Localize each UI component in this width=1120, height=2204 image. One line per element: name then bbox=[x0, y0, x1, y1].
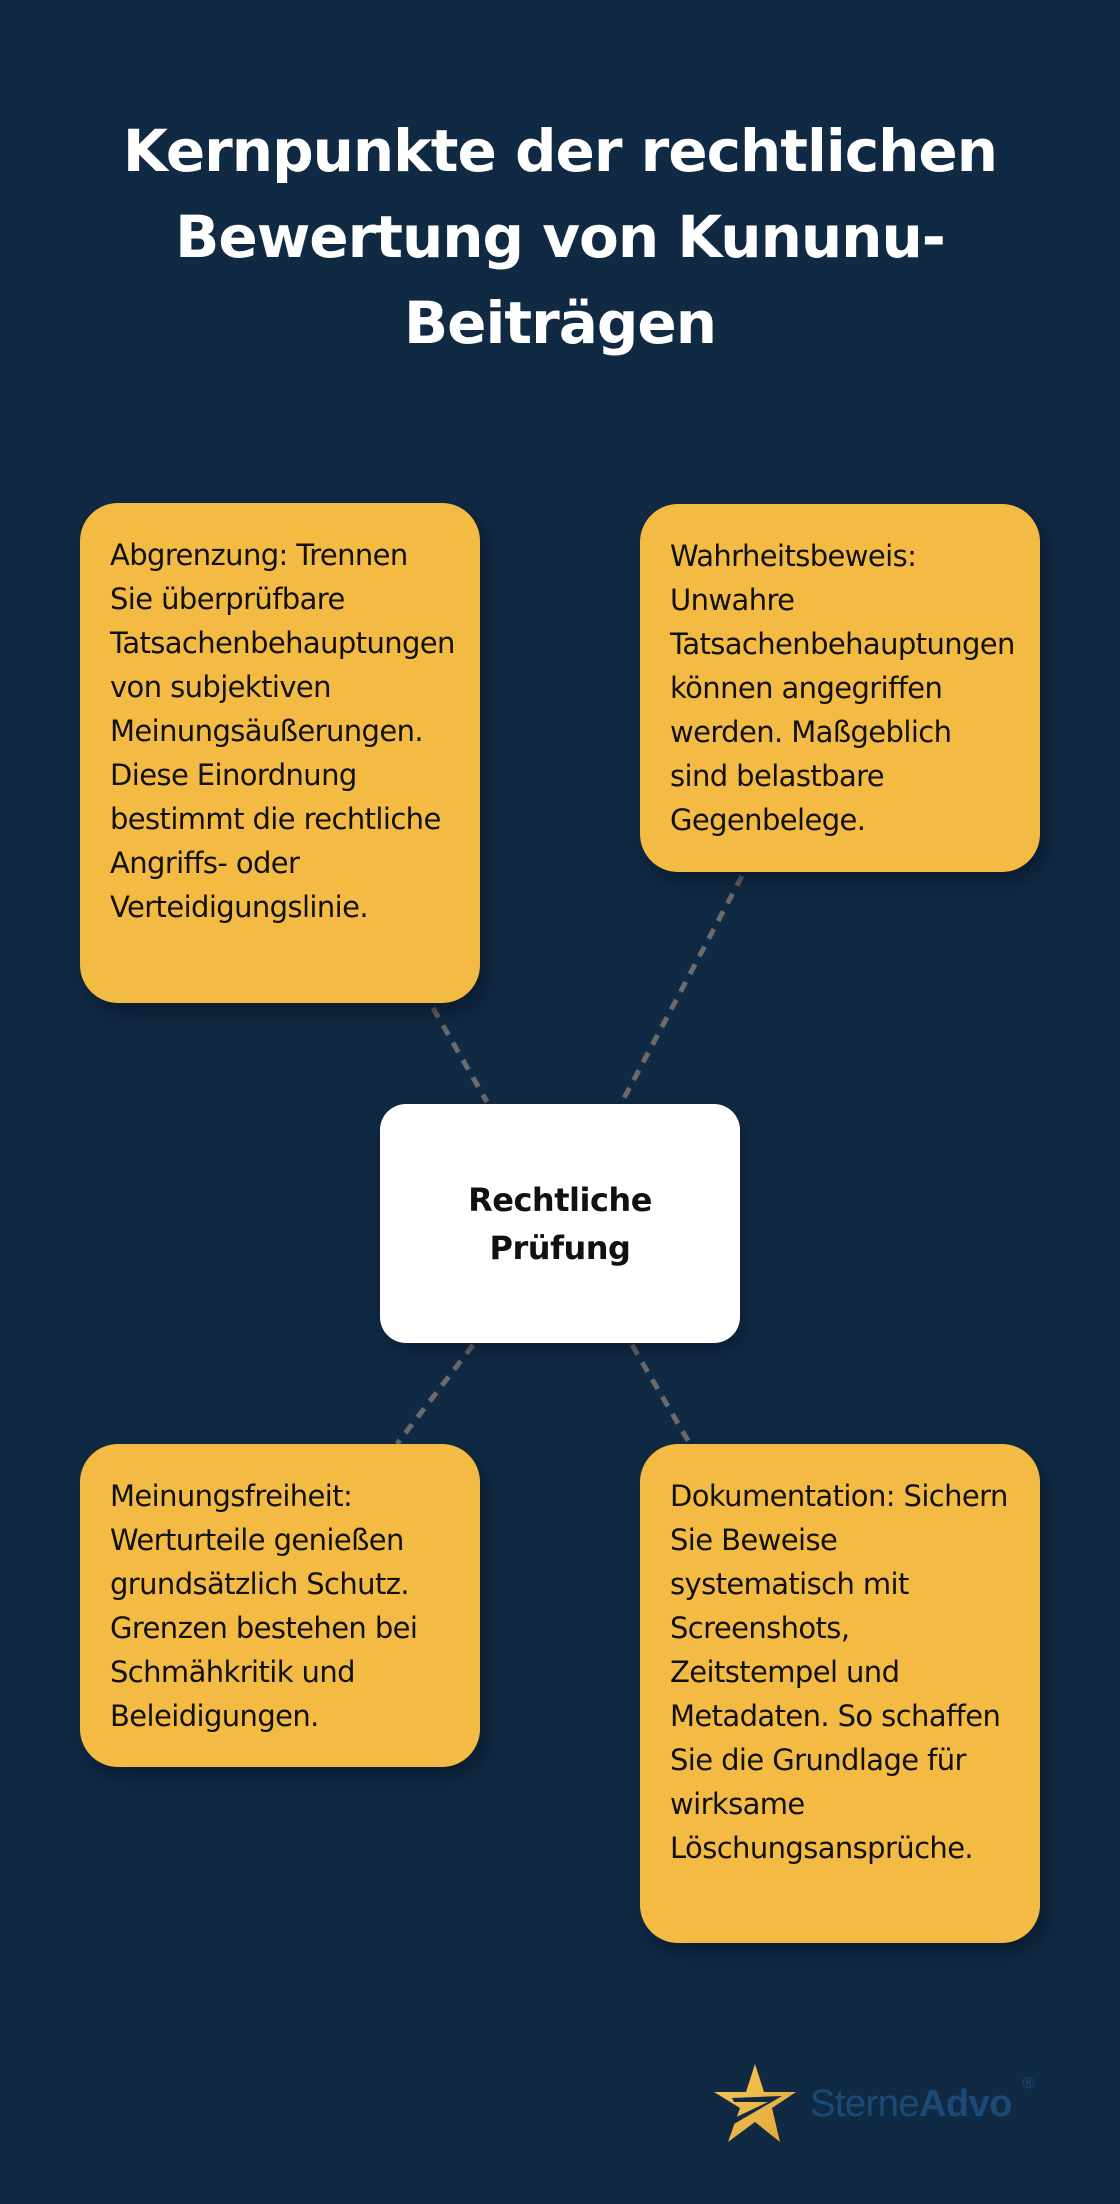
registered-mark: ® bbox=[1022, 2074, 1035, 2092]
center-node: Rechtliche Prüfung bbox=[380, 1104, 740, 1343]
brand-logo: SterneAdvo ® bbox=[712, 2062, 1034, 2146]
brand-name: SterneAdvo ® bbox=[810, 2074, 1034, 2125]
center-node-label: Rechtliche Prüfung bbox=[468, 1180, 652, 1267]
card-text: Meinungsfreiheit: Werturteile genießen g… bbox=[110, 1479, 418, 1733]
star-icon bbox=[714, 2064, 796, 2142]
card-text: Abgrenzung: Trennen Sie überprüfbare Tat… bbox=[110, 538, 455, 924]
card-text: Dokumentation: Sichern Sie Beweise syste… bbox=[670, 1479, 1008, 1865]
card-abgrenzung: Abgrenzung: Trennen Sie überprüfbare Tat… bbox=[80, 503, 480, 1003]
connector-bottom-right bbox=[629, 1343, 693, 1446]
card-wahrheitsbeweis: Wahrheitsbeweis: Unwahre Tatsachenbehaup… bbox=[640, 504, 1040, 872]
card-meinungsfreiheit: Meinungsfreiheit: Werturteile genießen g… bbox=[80, 1444, 480, 1767]
connector-top-left bbox=[430, 1006, 490, 1104]
page-title: Kernpunkte der rechtlichen Bewertung von… bbox=[122, 117, 998, 357]
card-dokumentation: Dokumentation: Sichern Sie Beweise syste… bbox=[640, 1444, 1040, 1943]
card-text: Wahrheitsbeweis: Unwahre Tatsachenbehaup… bbox=[670, 539, 1015, 837]
connector-top-right bbox=[619, 874, 745, 1104]
connector-bottom-left bbox=[395, 1343, 475, 1446]
